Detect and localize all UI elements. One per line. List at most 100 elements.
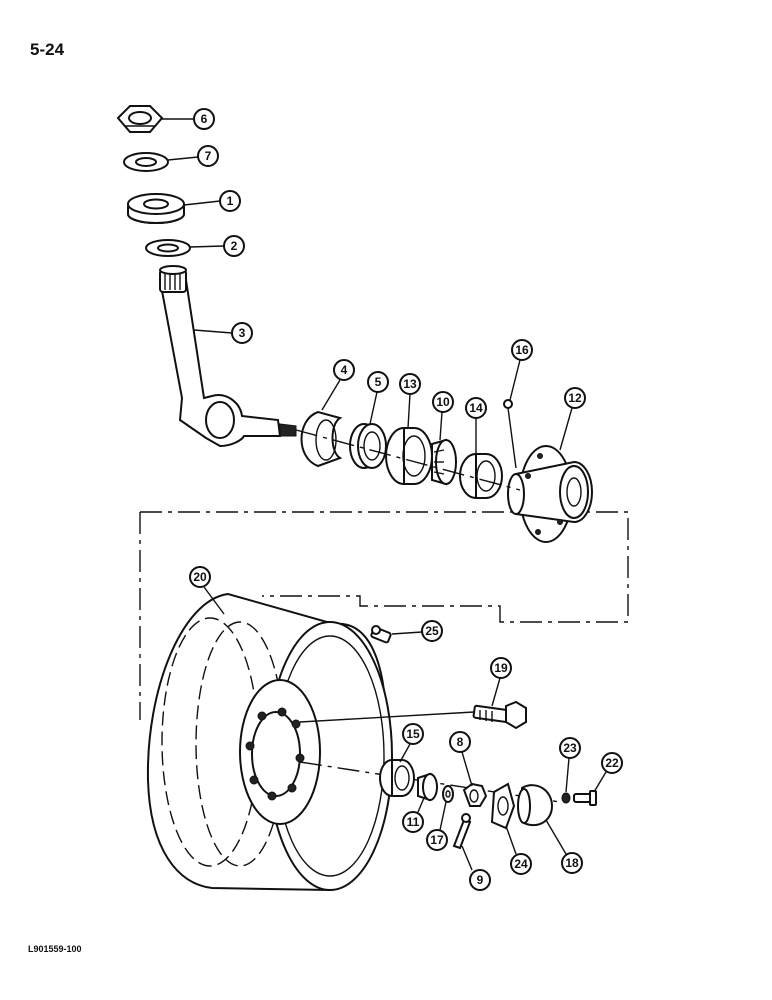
callout-2: 2 — [223, 235, 245, 257]
gasket-part-24 — [490, 782, 516, 830]
leader-8 — [461, 751, 473, 787]
callout-23: 23 — [559, 737, 581, 759]
nut-part-6 — [116, 105, 164, 133]
svg-text:17: 17 — [430, 833, 444, 847]
callout-17: 17 — [426, 829, 448, 851]
callout-10: 10 — [432, 391, 454, 413]
axis-line-bolt — [299, 711, 475, 723]
svg-text:12: 12 — [568, 391, 582, 405]
callout-16: 16 — [511, 339, 533, 361]
svg-text:11: 11 — [407, 815, 420, 829]
bearing-cone-part-10 — [431, 438, 457, 486]
leader-23 — [565, 757, 570, 793]
svg-text:5: 5 — [375, 375, 382, 389]
callout-19: 19 — [490, 657, 512, 679]
svg-text:16: 16 — [515, 343, 529, 357]
callout-6: 6 — [193, 108, 215, 130]
leader-16 — [509, 359, 521, 401]
svg-text:6: 6 — [201, 112, 208, 126]
callout-14: 14 — [465, 397, 487, 419]
svg-text:14: 14 — [469, 401, 483, 415]
bearing-part-1 — [127, 193, 185, 224]
leader-3 — [193, 329, 233, 334]
callout-4: 4 — [333, 359, 355, 381]
leader-25 — [391, 631, 423, 635]
seal-part-4 — [300, 410, 343, 468]
leader-12 — [559, 407, 573, 451]
leader-1 — [183, 200, 221, 206]
svg-text:20: 20 — [193, 570, 207, 584]
callout-25: 25 — [421, 620, 443, 642]
callout-7: 7 — [197, 145, 219, 167]
svg-text:13: 13 — [403, 377, 417, 391]
callout-13: 13 — [399, 373, 421, 395]
washer-part-7 — [123, 152, 169, 172]
washer-part-23 — [561, 792, 571, 804]
cup-part-15 — [379, 759, 415, 797]
bolt-part-25 — [370, 625, 392, 644]
svg-text:8: 8 — [457, 735, 464, 749]
cotter-pin-part-9 — [452, 813, 472, 850]
figure-id: L901559-100 — [28, 944, 82, 954]
bearing-cone-part-11 — [417, 772, 438, 802]
svg-text:18: 18 — [565, 856, 579, 870]
leader-24 — [505, 825, 517, 855]
screw-part-22 — [573, 790, 597, 806]
leader-9 — [461, 845, 473, 871]
svg-text:2: 2 — [231, 239, 238, 253]
cup-part-13 — [385, 427, 433, 485]
svg-text:24: 24 — [514, 857, 528, 871]
page-number: 5-24 — [30, 40, 65, 59]
cup-part-14 — [459, 453, 503, 499]
seal-part-5 — [349, 423, 387, 469]
callout-15: 15 — [402, 723, 424, 745]
svg-text:4: 4 — [341, 363, 348, 377]
leader-10 — [439, 411, 443, 441]
spindle-part-3 — [158, 265, 297, 448]
svg-text:9: 9 — [477, 873, 484, 887]
axis-line-upper — [295, 429, 521, 491]
leader-4 — [321, 379, 341, 411]
svg-text:7: 7 — [205, 149, 212, 163]
washer-part-17 — [442, 785, 454, 803]
leader-5 — [369, 391, 378, 425]
leader-13 — [407, 393, 411, 429]
leader-17 — [439, 801, 447, 831]
svg-text:22: 22 — [605, 756, 619, 770]
callout-5: 5 — [367, 371, 389, 393]
callout-8: 8 — [449, 731, 471, 753]
leader-15 — [399, 743, 411, 763]
callout-9: 9 — [469, 869, 491, 891]
leader-2 — [189, 245, 225, 248]
callout-3: 3 — [231, 322, 253, 344]
leader-19 — [491, 677, 501, 707]
svg-text:23: 23 — [563, 741, 577, 755]
bolt-part-19 — [472, 700, 527, 730]
cap-part-18 — [517, 784, 554, 827]
callout-18: 18 — [561, 852, 583, 874]
callout-22: 22 — [601, 752, 623, 774]
assembly-outline — [139, 511, 629, 720]
callout-1: 1 — [219, 190, 241, 212]
leader-20 — [203, 586, 225, 615]
svg-text:1: 1 — [227, 194, 234, 208]
callout-11: 11 — [402, 811, 424, 833]
callout-20: 20 — [189, 566, 211, 588]
leader-18 — [545, 819, 567, 855]
svg-text:3: 3 — [239, 326, 246, 340]
leader-22 — [593, 771, 607, 793]
hub-part-12 — [507, 445, 593, 543]
svg-text:19: 19 — [494, 661, 508, 675]
svg-text:15: 15 — [406, 727, 420, 741]
grease-fitting-part-16 — [503, 399, 517, 469]
callout-24: 24 — [510, 853, 532, 875]
washer-part-2 — [145, 239, 191, 257]
callout-12: 12 — [564, 387, 586, 409]
leader-11 — [417, 797, 425, 813]
svg-text:25: 25 — [425, 624, 439, 638]
svg-text:10: 10 — [436, 395, 450, 409]
wheel-part-20 — [146, 592, 393, 892]
nut-part-8 — [462, 782, 488, 807]
leader-7 — [167, 156, 199, 161]
